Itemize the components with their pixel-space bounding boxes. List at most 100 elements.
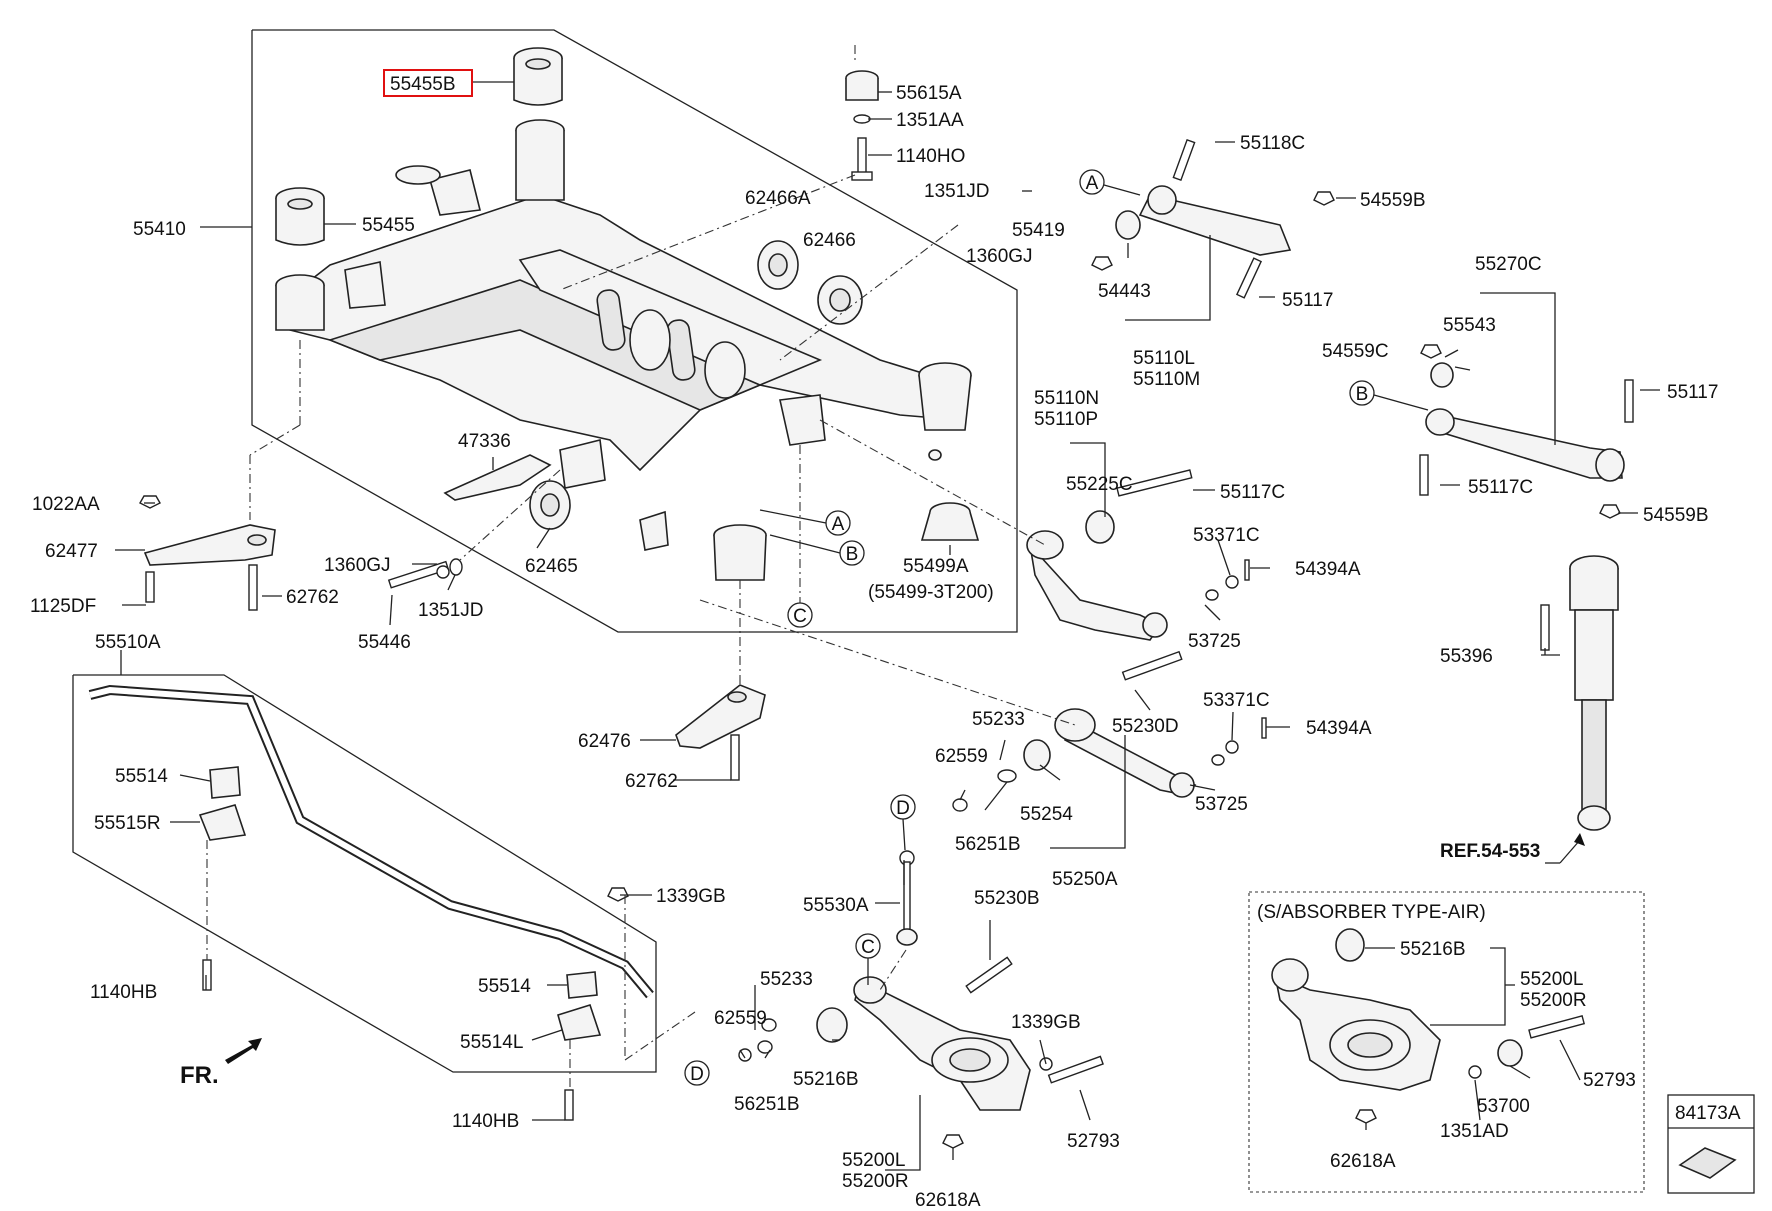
label-1140HB-b[interactable]: 1140HB [452,1111,519,1132]
label-62762-left[interactable]: 62762 [286,587,339,608]
ref-b-label-upper: B [1356,384,1369,405]
ref-c-label-arm: C [861,937,875,958]
label-55446[interactable]: 55446 [358,632,411,653]
label-62477[interactable]: 62477 [45,541,98,562]
label-54394A-b[interactable]: 54394A [1306,718,1372,739]
label-55515R[interactable]: 55515R [94,813,161,834]
label-62476[interactable]: 62476 [578,731,631,752]
label-54559B-right[interactable]: 54559B [1643,505,1709,526]
ref-c-label-lower: C [793,606,807,627]
label-55200R-a[interactable]: 55200R [842,1171,909,1192]
label-56251B-b[interactable]: 56251B [734,1094,800,1115]
label-55233-a[interactable]: 55233 [972,709,1025,730]
label-52793-b[interactable]: 52793 [1583,1070,1636,1091]
label-62466[interactable]: 62466 [803,230,856,251]
label-55543[interactable]: 55543 [1443,315,1496,336]
label-55110P[interactable]: 55110P [1034,409,1098,430]
label-1360GJ-mid[interactable]: 1360GJ [324,555,391,576]
centerlines [206,45,1076,1090]
label-1140HB-a[interactable]: 1140HB [90,982,157,1003]
label-56251B-a[interactable]: 56251B [955,834,1021,855]
label-62559-b[interactable]: 62559 [714,1008,767,1029]
label-53725-a[interactable]: 53725 [1188,631,1241,652]
label-55225C[interactable]: 55225C [1066,474,1133,495]
label-1351AA[interactable]: 1351AA [896,110,964,131]
label-53371C-b[interactable]: 53371C [1203,690,1270,711]
label-55499-3T200[interactable]: (55499-3T200) [868,582,994,603]
label-55510A[interactable]: 55510A [95,632,161,653]
label-55514-a[interactable]: 55514 [115,766,168,787]
label-1339GB-a[interactable]: 1339GB [656,886,726,907]
label-1360GJ-top[interactable]: 1360GJ [966,246,1033,267]
stabilizer-bar [88,684,654,1121]
label-1351AD[interactable]: 1351AD [1440,1121,1509,1142]
label-55110M[interactable]: 55110M [1133,369,1200,390]
label-62559-a[interactable]: 62559 [935,746,988,767]
label-55410[interactable]: 55410 [133,219,186,240]
label-55530A[interactable]: 55530A [803,895,869,916]
label-55396[interactable]: 55396 [1440,646,1493,667]
bracket-62476 [675,684,766,781]
label-53371C-a[interactable]: 53371C [1193,525,1260,546]
label-55117-right[interactable]: 55117 [1667,382,1718,403]
label-53725-b[interactable]: 53725 [1195,794,1248,815]
subframe-group-outline [251,29,1018,633]
label-55118C[interactable]: 55118C [1240,133,1305,154]
label-62465[interactable]: 62465 [525,556,578,577]
label-1125DF[interactable]: 1125DF [30,596,96,617]
label-55254[interactable]: 55254 [1020,804,1073,825]
arm-55270C [1419,344,1634,519]
label-55455[interactable]: 55455 [362,215,415,236]
label-55230B[interactable]: 55230B [974,888,1040,909]
air-shock-box [1248,891,1645,1193]
bracket-62477 [139,495,276,611]
ref-label[interactable]: REF.54-553 [1440,841,1540,862]
label-53700[interactable]: 53700 [1477,1096,1530,1117]
label-55270C[interactable]: 55270C [1475,254,1542,275]
label-62762-mid[interactable]: 62762 [625,771,678,792]
label-55233-b[interactable]: 55233 [760,969,813,990]
mount-55499A [920,502,980,541]
label-55110N[interactable]: 55110N [1034,388,1099,409]
mount-55615A [845,70,879,181]
label-62466A[interactable]: 62466A [745,188,811,209]
label-55615A[interactable]: 55615A [896,83,962,104]
label-1351JD-mid[interactable]: 1351JD [418,600,484,621]
label-54559B-top[interactable]: 54559B [1360,190,1426,211]
arm-55110L [1091,138,1335,299]
label-55200L-a[interactable]: 55200L [842,1150,905,1171]
label-62618A-a[interactable]: 62618A [915,1190,981,1211]
label-1022AA[interactable]: 1022AA [32,494,100,515]
label-62618A-b[interactable]: 62618A [1330,1151,1396,1172]
label-55250A[interactable]: 55250A [1052,869,1118,890]
label-52793-a[interactable]: 52793 [1067,1131,1120,1152]
label-1339GB-b[interactable]: 1339GB [1011,1012,1081,1033]
label-55419[interactable]: 55419 [1012,220,1065,241]
label-1351JD-top[interactable]: 1351JD [924,181,990,202]
label-55117-top[interactable]: 55117 [1282,290,1333,311]
label-55514L[interactable]: 55514L [460,1032,523,1053]
label-55110L[interactable]: 55110L [1133,348,1195,369]
label-55216B-a[interactable]: 55216B [793,1069,859,1090]
label-47336[interactable]: 47336 [458,431,511,452]
label-55499A[interactable]: 55499A [903,556,969,577]
direction-label: FR. [180,1062,219,1089]
ref-a-label-upper: A [1086,173,1099,194]
label-55200R-b[interactable]: 55200R [1520,990,1587,1011]
label-54559C[interactable]: 54559C [1322,341,1389,362]
label-55117C-mid[interactable]: 55117C [1220,482,1285,503]
label-55117C-right[interactable]: 55117C [1468,477,1533,498]
label-1140HO[interactable]: 1140HO [896,146,965,167]
label-55230D[interactable]: 55230D [1112,716,1179,737]
label-55514-b[interactable]: 55514 [478,976,531,997]
label-55216B-b[interactable]: 55216B [1400,939,1466,960]
ref-markers: A B C A B C D D [684,169,1429,1086]
corner-code[interactable]: 84173A [1675,1103,1741,1124]
front-arrow [225,1038,262,1064]
label-54394A-a[interactable]: 54394A [1295,559,1361,580]
lower-arm-55200L [738,956,1104,1149]
label-55455B[interactable]: 55455B [390,74,456,95]
label-54443[interactable]: 54443 [1098,281,1151,302]
label-55200L-b[interactable]: 55200L [1520,969,1583,990]
